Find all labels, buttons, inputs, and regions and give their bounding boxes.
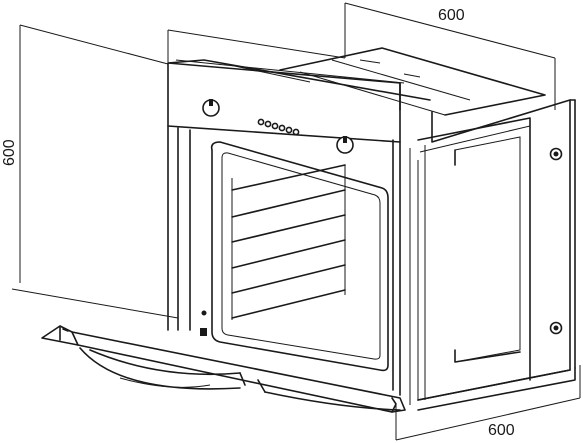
height-dimension: 600 <box>1 24 179 319</box>
depth-label: 600 <box>488 422 515 439</box>
oven-racks <box>231 164 346 319</box>
right-knob-icon <box>336 136 354 154</box>
left-knob-icon <box>202 99 220 117</box>
lower-screw-icon <box>549 321 563 335</box>
height-label: 600 <box>1 139 18 166</box>
oven-cavity <box>167 125 401 396</box>
control-panel <box>167 30 431 143</box>
oven-top <box>229 47 546 116</box>
upper-screw-icon <box>549 147 563 161</box>
display-buttons <box>257 118 300 136</box>
width-label: 600 <box>438 7 465 24</box>
depth-dimension: 600 <box>395 365 581 441</box>
width-dimension: 600 <box>167 2 556 110</box>
door-latch-icon <box>200 310 207 336</box>
oven-side-body <box>409 99 576 411</box>
oven-door <box>41 325 406 413</box>
